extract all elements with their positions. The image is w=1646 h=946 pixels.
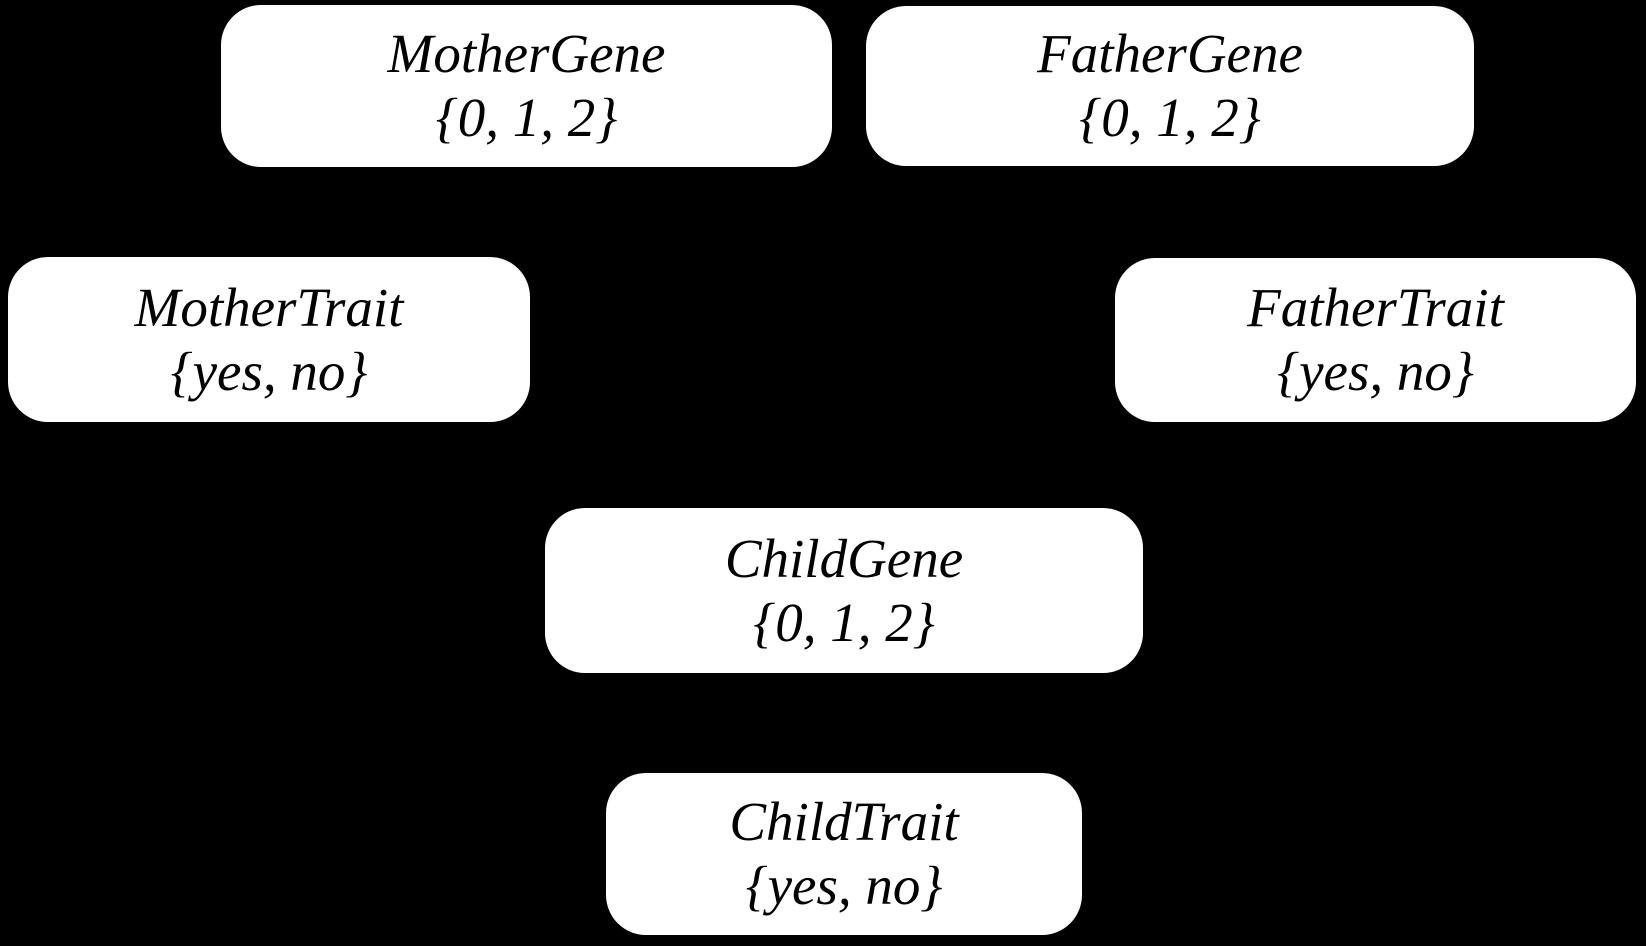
node-father-trait-label: FatherTrait bbox=[1247, 277, 1504, 339]
node-father-gene-values: {0, 1, 2} bbox=[1079, 87, 1261, 148]
node-child-gene: ChildGene {0, 1, 2} bbox=[545, 508, 1143, 673]
node-mother-gene-label: MotherGene bbox=[387, 23, 666, 85]
node-child-trait: ChildTrait {yes, no} bbox=[606, 773, 1082, 935]
node-mother-gene: MotherGene {0, 1, 2} bbox=[221, 5, 832, 167]
node-mother-gene-values: {0, 1, 2} bbox=[435, 87, 618, 148]
node-mother-trait: MotherTrait {yes, no} bbox=[8, 257, 530, 422]
node-father-trait-values: {yes, no} bbox=[1277, 341, 1474, 402]
node-father-gene-label: FatherGene bbox=[1037, 23, 1303, 85]
node-child-trait-values: {yes, no} bbox=[745, 855, 943, 916]
node-mother-trait-label: MotherTrait bbox=[134, 276, 404, 338]
node-child-gene-label: ChildGene bbox=[724, 527, 964, 589]
node-child-gene-values: {0, 1, 2} bbox=[753, 591, 935, 653]
node-father-trait: FatherTrait {yes, no} bbox=[1115, 258, 1636, 422]
node-father-gene: FatherGene {0, 1, 2} bbox=[866, 6, 1474, 166]
node-child-trait-label: ChildTrait bbox=[729, 791, 959, 853]
node-mother-trait-values: {yes, no} bbox=[170, 340, 368, 402]
